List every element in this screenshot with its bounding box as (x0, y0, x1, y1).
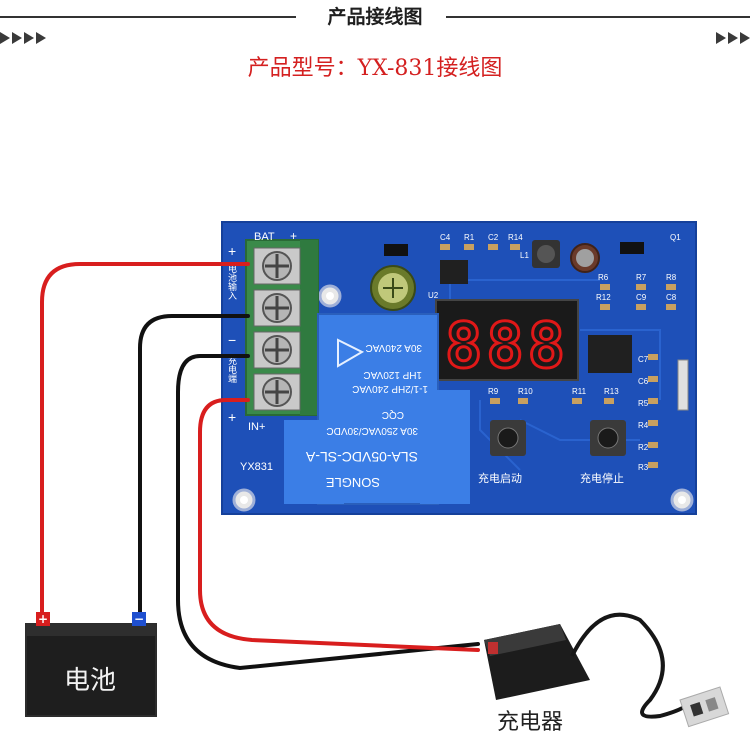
side-label-bat: 电池输入 (227, 263, 237, 300)
battery-plus-sign: + (38, 612, 48, 626)
seven-segment-display: 888 (435, 299, 579, 384)
svg-text:L1: L1 (520, 251, 529, 260)
svg-text:R13: R13 (604, 387, 619, 396)
power-plug (679, 686, 730, 728)
svg-text:30A 240VAC: 30A 240VAC (365, 342, 422, 353)
charger-cord (570, 612, 692, 719)
capacitor-large (370, 265, 416, 311)
svg-text:R9: R9 (488, 387, 499, 396)
inductor (532, 240, 560, 268)
svg-text:R3: R3 (638, 463, 649, 472)
svg-text:30A 250VAC/30VDC: 30A 250VAC/30VDC (326, 425, 418, 436)
battery (25, 612, 157, 717)
relay-text: 30A 240VAC 1HP 120VAC 1-1/2HP 240VAC CQC… (305, 342, 428, 490)
display-digits: 888 (445, 309, 569, 382)
button-start (490, 420, 526, 456)
svg-text:C2: C2 (488, 233, 499, 242)
svg-text:R4: R4 (638, 421, 649, 430)
bat-label: BAT (254, 231, 275, 243)
battery-positive-terminal (36, 612, 50, 626)
svg-text:R5: R5 (638, 399, 649, 408)
svg-text:R14: R14 (508, 233, 523, 242)
charger (484, 612, 730, 728)
chip-main (588, 335, 632, 373)
svg-text:Q1: Q1 (670, 233, 681, 242)
banner-chevrons (0, 32, 750, 44)
svg-text:R7: R7 (636, 273, 647, 282)
button-start-label: 充电启动 (478, 471, 522, 485)
transistor-left (384, 244, 408, 256)
svg-text:C7: C7 (638, 355, 649, 364)
product-model-title: 产品型号：YX-831接线图 (247, 56, 503, 81)
terminal-plus-1: + (228, 243, 236, 259)
wire-charger-positive (198, 398, 480, 652)
svg-text:R10: R10 (518, 387, 533, 396)
in-plus-label: IN+ (248, 421, 265, 433)
svg-text:R8: R8 (666, 273, 677, 282)
header-banner (0, 0, 750, 44)
chip-u2 (440, 260, 468, 284)
banner-title: 产品接线图 (327, 6, 423, 28)
battery-minus-sign: − (134, 612, 144, 626)
component-labels: C4 R1 C2 R14 L1 Q1 R6 R7 R8 R12 C9 C8 C7… (428, 233, 681, 472)
terminal-block (245, 239, 319, 416)
svg-text:1HP 120VAC: 1HP 120VAC (363, 369, 422, 380)
transistor-q1 (620, 242, 644, 254)
board-model-label: YX831 (240, 461, 273, 473)
button-stop-label: 充电停止 (580, 471, 624, 485)
svg-text:C9: C9 (636, 293, 647, 302)
svg-text:C4: C4 (440, 233, 451, 242)
smd-components (440, 244, 676, 468)
svg-text:SLA-05VDC-SL-A: SLA-05VDC-SL-A (305, 449, 418, 465)
svg-text:R1: R1 (464, 233, 475, 242)
charger-label: 充电器 (496, 710, 563, 735)
bat-plus: + (290, 229, 297, 243)
svg-text:R12: R12 (596, 293, 611, 302)
svg-text:R11: R11 (572, 387, 587, 396)
svg-text:CQC: CQC (382, 409, 404, 420)
wire-charger-negative (176, 354, 480, 671)
svg-text:U2: U2 (428, 291, 439, 300)
svg-text:C8: C8 (666, 293, 677, 302)
wire-battery-negative (138, 314, 250, 616)
terminal-screws (253, 247, 301, 411)
battery-label: 电池 (63, 666, 116, 696)
battery-negative-terminal (132, 612, 146, 626)
wire-battery-positive (40, 262, 250, 616)
svg-text:R2: R2 (638, 443, 649, 452)
svg-text:SONGLE: SONGLE (325, 475, 380, 490)
terminal-plus-2: + (228, 409, 236, 425)
terminal-minus-2: − (228, 332, 236, 348)
button-stop (590, 420, 626, 456)
side-label-charge: 充电端 (227, 355, 237, 384)
relay (284, 313, 470, 505)
svg-text:C6: C6 (638, 377, 649, 386)
svg-text:1-1/2HP 240VAC: 1-1/2HP 240VAC (352, 383, 428, 394)
capacitor-small (570, 243, 600, 273)
header-pins (677, 359, 689, 411)
svg-text:R6: R6 (598, 273, 609, 282)
wires (40, 262, 480, 671)
